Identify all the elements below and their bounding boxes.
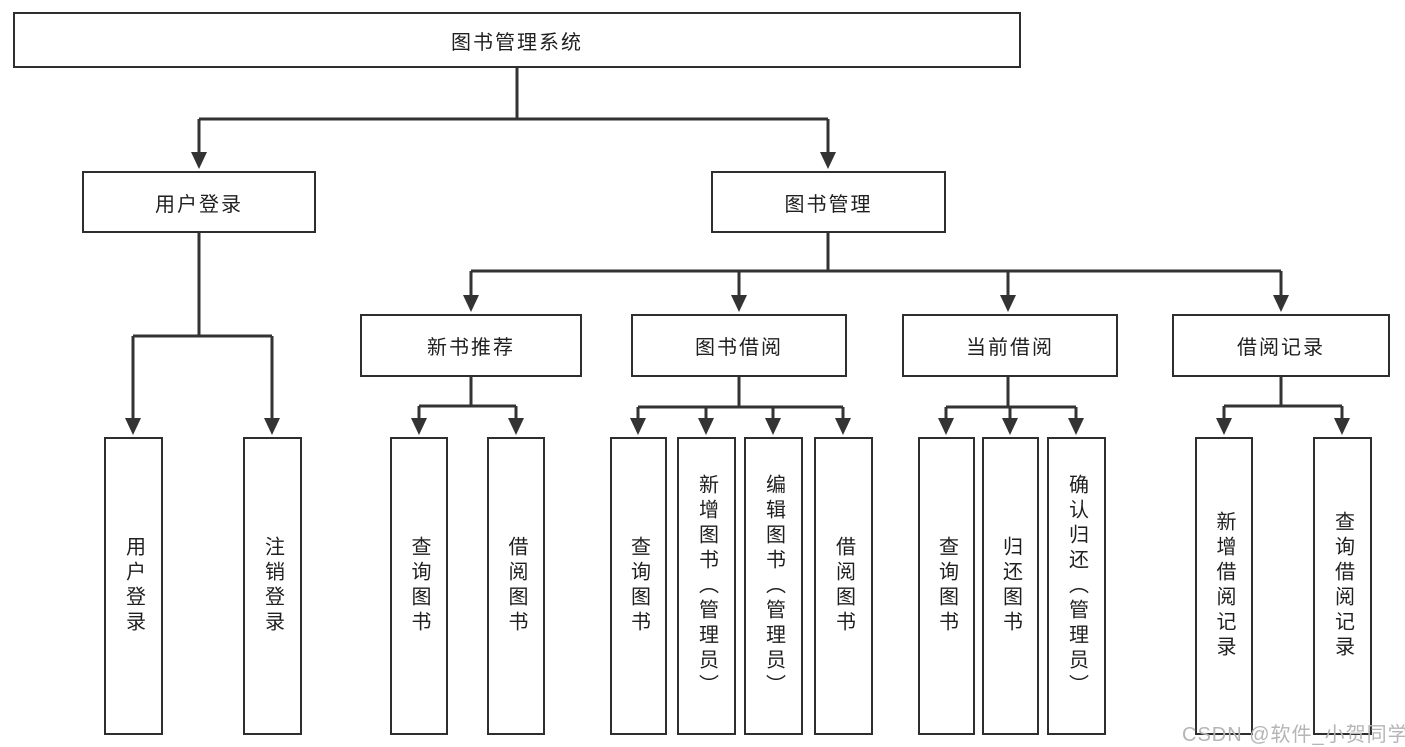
arrow-to-leaf-bb-edit bbox=[765, 418, 781, 435]
node-borrow-records: 借阅记录 bbox=[1172, 314, 1390, 377]
arrow-to-leaf-cb-return bbox=[1002, 418, 1018, 435]
connector-current-borrow bbox=[944, 377, 1078, 420]
arrow-to-leaf-cb-confirm bbox=[1068, 418, 1084, 435]
leaf-recommend-borrow-books-label: 借阅图书 bbox=[505, 536, 527, 636]
leaf-recommend-borrow-books: 借阅图书 bbox=[487, 437, 545, 735]
leaf-current-confirm-return-admin: 确认归还（管理员） bbox=[1047, 437, 1106, 735]
arrow-to-leaf-br-query bbox=[1334, 418, 1350, 435]
connector-new-book-recommend bbox=[417, 377, 518, 420]
arrow-to-leaf-rec-borrow bbox=[508, 418, 524, 435]
arrow-to-borrow-records bbox=[1273, 295, 1289, 312]
node-current-borrow-label: 当前借阅 bbox=[966, 337, 1054, 359]
node-root-library-system: 图书管理系统 bbox=[13, 12, 1021, 68]
arrow-to-leaf-logout bbox=[264, 418, 280, 435]
csdn-watermark: CSDN @软件_小贺同学 bbox=[1182, 724, 1405, 746]
leaf-records-add-record: 新增借阅记录 bbox=[1195, 437, 1253, 735]
leaf-borrow-borrow-books-label: 借阅图书 bbox=[832, 536, 855, 636]
connector-book-borrow bbox=[636, 377, 845, 420]
leaf-records-query-record-label: 查询借阅记录 bbox=[1331, 511, 1354, 661]
node-user-login-label: 用户登录 bbox=[155, 193, 243, 216]
node-book-management-label: 图书管理 bbox=[784, 193, 873, 216]
leaf-borrow-query-books: 查询图书 bbox=[610, 437, 667, 735]
leaf-borrow-add-books-admin: 新增图书（管理员） bbox=[677, 437, 736, 735]
leaf-borrow-borrow-books: 借阅图书 bbox=[814, 437, 873, 735]
leaf-borrow-add-books-admin-label: 新增图书（管理员） bbox=[695, 473, 718, 699]
node-book-management: 图书管理 bbox=[711, 171, 946, 233]
leaf-records-add-record-label: 新增借阅记录 bbox=[1213, 511, 1235, 661]
node-new-book-recommend: 新书推荐 bbox=[360, 314, 582, 377]
connector-book-management bbox=[469, 233, 1283, 297]
leaf-borrow-query-books-label: 查询图书 bbox=[627, 536, 650, 636]
connector-borrow-records bbox=[1222, 377, 1344, 420]
leaf-recommend-query-books-label: 查询图书 bbox=[408, 536, 430, 636]
node-book-borrow: 图书借阅 bbox=[631, 314, 847, 377]
leaf-current-query-books-label: 查询图书 bbox=[935, 536, 958, 636]
leaf-recommend-query-books: 查询图书 bbox=[390, 437, 448, 735]
arrow-to-book-borrow bbox=[731, 295, 747, 312]
arrow-to-leaf-bb-query bbox=[630, 418, 646, 435]
arrow-to-leaf-rec-query bbox=[411, 418, 427, 435]
leaf-current-confirm-return-admin-label: 确认归还（管理员） bbox=[1065, 473, 1088, 699]
leaf-current-return-books: 归还图书 bbox=[982, 437, 1039, 735]
leaf-records-query-record: 查询借阅记录 bbox=[1313, 437, 1372, 735]
leaf-logout: 注销登录 bbox=[243, 437, 302, 735]
arrow-to-leaf-user-login bbox=[125, 418, 141, 435]
node-root-label: 图书管理系统 bbox=[451, 31, 583, 54]
arrow-to-leaf-cb-query bbox=[938, 418, 954, 435]
arrow-to-book-management bbox=[820, 152, 836, 169]
connector-root bbox=[197, 68, 830, 154]
leaf-user-login: 用户登录 bbox=[104, 437, 163, 735]
arrow-to-leaf-br-add bbox=[1216, 418, 1232, 435]
arrow-to-current-borrow bbox=[1000, 295, 1016, 312]
node-user-login: 用户登录 bbox=[82, 171, 316, 233]
arrow-to-user-login bbox=[191, 152, 207, 169]
leaf-borrow-edit-books-admin-label: 编辑图书（管理员） bbox=[762, 473, 785, 699]
node-borrow-records-label: 借阅记录 bbox=[1237, 337, 1325, 359]
arrow-to-new-book-recommend bbox=[463, 295, 479, 312]
leaf-current-query-books: 查询图书 bbox=[918, 437, 975, 735]
leaf-current-return-books-label: 归还图书 bbox=[999, 536, 1022, 636]
connector-user-login bbox=[131, 233, 274, 420]
node-book-borrow-label: 图书借阅 bbox=[695, 337, 783, 359]
leaf-logout-label: 注销登录 bbox=[261, 536, 284, 636]
node-new-book-recommend-label: 新书推荐 bbox=[427, 337, 515, 359]
node-current-borrow: 当前借阅 bbox=[902, 314, 1118, 377]
arrow-to-leaf-bb-add bbox=[698, 418, 714, 435]
leaf-user-login-label: 用户登录 bbox=[122, 536, 145, 636]
arrow-to-leaf-bb-borrow bbox=[835, 418, 851, 435]
leaf-borrow-edit-books-admin: 编辑图书（管理员） bbox=[744, 437, 803, 735]
